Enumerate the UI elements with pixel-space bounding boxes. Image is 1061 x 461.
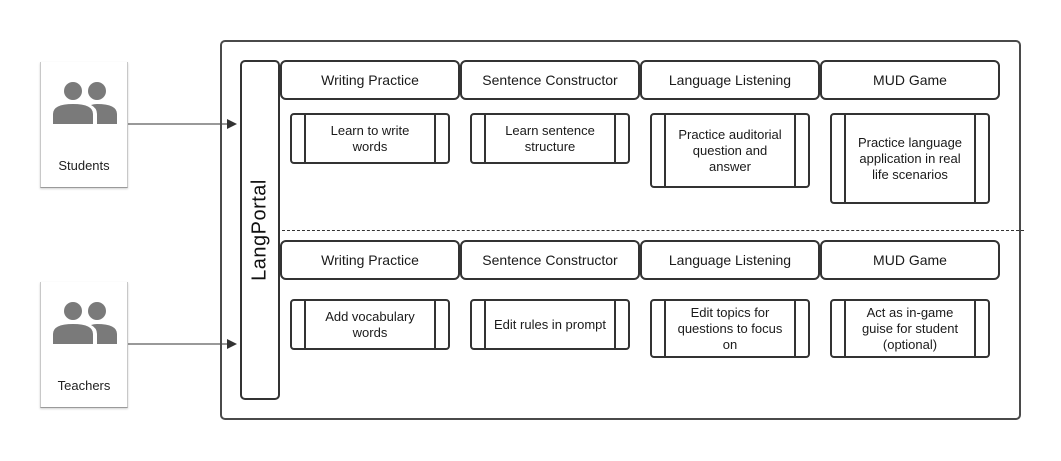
- top-header-mud-game: MUD Game: [820, 60, 1000, 100]
- teacher-item-mud: Act as in-game guise for student (option…: [830, 299, 990, 358]
- bottom-header-sentence-constructor: Sentence Constructor: [460, 240, 640, 280]
- teacher-item-writing-text: Add vocabulary words: [325, 308, 415, 340]
- langportal-box: LangPortal: [240, 60, 280, 400]
- teacher-item-listening: Edit topics for questions to focus on: [650, 299, 810, 358]
- langportal-title: LangPortal: [248, 179, 271, 281]
- group-icon: [53, 82, 117, 124]
- teacher-item-sentence: Edit rules in prompt: [470, 299, 630, 350]
- student-item-listening-text: Practice auditorial question and answer: [678, 126, 782, 174]
- section-divider: [282, 230, 1024, 231]
- teacher-item-sentence-text: Edit rules in prompt: [494, 316, 606, 332]
- bottom-header-writing-practice: Writing Practice: [280, 240, 460, 280]
- student-item-mud: Practice language application in real li…: [830, 113, 990, 204]
- student-item-mud-text: Practice language application in real li…: [857, 134, 963, 182]
- top-header-language-listening: Language Listening: [640, 60, 820, 100]
- top-header-sentence-constructor: Sentence Constructor: [460, 60, 640, 100]
- teachers-actor: Teachers: [40, 282, 128, 408]
- top-header-writing-practice: Writing Practice: [280, 60, 460, 100]
- student-item-writing: Learn to write words: [290, 113, 450, 164]
- students-actor: Students: [40, 62, 128, 188]
- teacher-item-writing: Add vocabulary words: [290, 299, 450, 350]
- student-item-listening: Practice auditorial question and answer: [650, 113, 810, 188]
- bottom-header-mud-game: MUD Game: [820, 240, 1000, 280]
- teachers-label: Teachers: [57, 378, 111, 393]
- student-item-sentence: Learn sentence structure: [470, 113, 630, 164]
- bottom-header-language-listening: Language Listening: [640, 240, 820, 280]
- students-label: Students: [58, 158, 110, 173]
- student-item-writing-text: Learn to write words: [330, 122, 410, 154]
- group-icon: [53, 302, 117, 344]
- student-item-sentence-text: Learn sentence structure: [505, 122, 595, 154]
- teacher-item-listening-text: Edit topics for questions to focus on: [677, 304, 783, 352]
- teacher-item-mud-text: Act as in-game guise for student (option…: [861, 304, 959, 352]
